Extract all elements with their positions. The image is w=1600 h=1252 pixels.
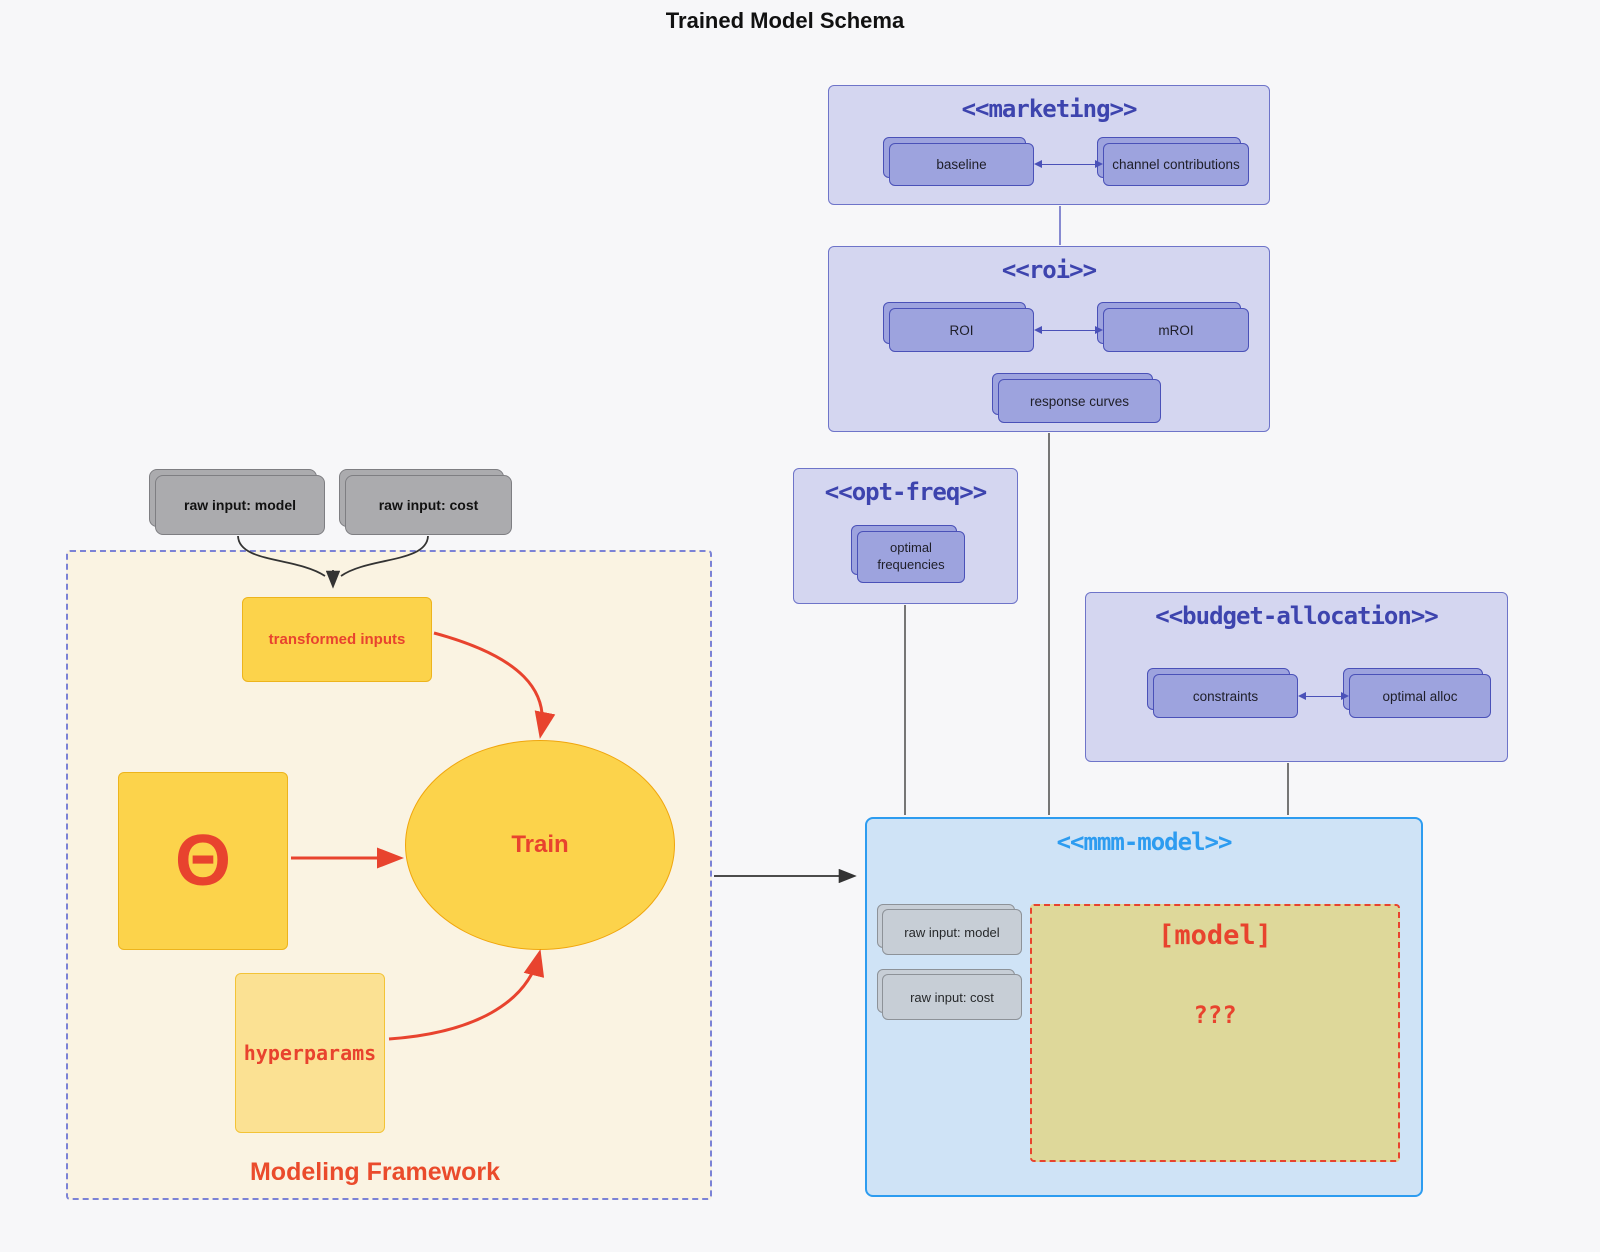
node-optimal-alloc: optimal alloc bbox=[1343, 668, 1491, 718]
node-mmm-raw-input-model: raw input: model bbox=[877, 904, 1022, 955]
node-mmm-raw-input-cost: raw input: cost bbox=[877, 969, 1022, 1020]
train-label: Train bbox=[511, 831, 569, 858]
group-opt-freq: <<opt-freq>> optimal frequencies bbox=[793, 468, 1018, 604]
marketing-title: <<marketing>> bbox=[961, 95, 1138, 123]
group-roi: <<roi>> ROI mROI response curves bbox=[828, 246, 1270, 432]
node-theta: Θ bbox=[111, 765, 288, 950]
node-channel-contributions: channel contributions bbox=[1097, 137, 1249, 186]
raw-input-cost-label: raw input: cost bbox=[378, 497, 479, 513]
mmm-model-title: <<mmm-model>> bbox=[1056, 828, 1233, 856]
node-transformed-inputs: transformed inputs bbox=[234, 589, 432, 682]
node-baseline: baseline bbox=[883, 137, 1034, 186]
hyperparams-label: hyperparams bbox=[243, 1041, 377, 1065]
group-mmm-model: <<mmm-model>> raw input: model raw input… bbox=[865, 817, 1423, 1197]
node-raw-input-model: raw input: model bbox=[149, 469, 325, 535]
page-title: Trained Model Schema bbox=[665, 8, 905, 33]
raw-input-model-label: raw input: model bbox=[184, 497, 296, 513]
baseline-label: baseline bbox=[936, 157, 987, 172]
node-train: Train bbox=[405, 740, 675, 950]
channel-contributions-label: channel contributions bbox=[1112, 157, 1240, 172]
bidirectional-arrow-icon bbox=[1034, 325, 1103, 334]
constraints-label: constraints bbox=[1192, 688, 1259, 704]
roi-title: <<roi>> bbox=[1001, 256, 1097, 284]
modeling-framework-label: Modeling Framework bbox=[249, 1158, 501, 1186]
node-raw-input-cost: raw input: cost bbox=[339, 469, 512, 535]
mroi-label: mROI bbox=[1158, 322, 1194, 338]
group-marketing: <<marketing>> baseline channel contribut… bbox=[828, 85, 1270, 205]
theta-label: Θ bbox=[174, 821, 231, 901]
mmm-raw-input-cost-label: raw input: cost bbox=[910, 989, 994, 1005]
node-roi: ROI bbox=[883, 302, 1034, 352]
roi-label: ROI bbox=[949, 322, 974, 338]
node-hyperparams: hyperparams bbox=[228, 966, 385, 1133]
optimal-alloc-label: optimal alloc bbox=[1382, 688, 1458, 704]
bidirectional-arrow-icon bbox=[1298, 691, 1349, 700]
opt-freq-title: <<opt-freq>> bbox=[824, 478, 987, 506]
model-placeholder-box: [model] ??? bbox=[1030, 904, 1400, 1162]
transformed-inputs-label: transformed inputs bbox=[268, 631, 406, 648]
mmm-raw-input-model-label: raw input: model bbox=[904, 924, 1000, 940]
node-constraints: constraints bbox=[1147, 668, 1298, 718]
node-mroi: mROI bbox=[1097, 302, 1249, 352]
model-unknown-label: ??? bbox=[1193, 1001, 1237, 1029]
node-optimal-frequencies: optimal frequencies bbox=[851, 525, 965, 583]
bidirectional-arrow-icon bbox=[1034, 159, 1103, 168]
optimal-frequencies-label: optimal frequencies bbox=[877, 540, 945, 572]
group-budget-allocation: <<budget-allocation>> constraints optima… bbox=[1085, 592, 1508, 762]
budget-allocation-title: <<budget-allocation>> bbox=[1155, 602, 1438, 630]
response-curves-label: response curves bbox=[1029, 393, 1130, 409]
model-placeholder-label: [model] bbox=[1158, 920, 1272, 951]
node-response-curves: response curves bbox=[992, 373, 1161, 423]
